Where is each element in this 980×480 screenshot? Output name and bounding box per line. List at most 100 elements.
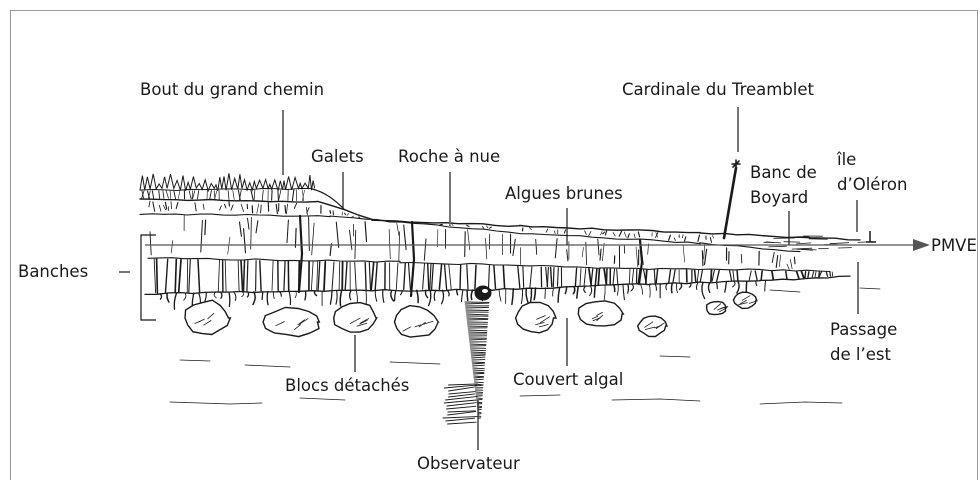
algae-stroke <box>591 269 593 285</box>
observer-shadow-stroke <box>465 303 489 304</box>
algae-stroke <box>295 291 296 298</box>
ridge-vegetation-stroke <box>140 173 315 191</box>
algae-stroke <box>805 272 806 278</box>
hatch-stroke <box>741 254 742 263</box>
algae-stroke <box>700 270 702 281</box>
algae-stroke <box>815 272 816 277</box>
algae-stroke <box>755 271 757 280</box>
algae-stroke <box>632 269 634 283</box>
label-banc-de-boyard-line1: Banc de <box>750 160 817 185</box>
algae-stroke <box>641 284 643 294</box>
sea-stroke <box>769 246 787 247</box>
algae-stroke <box>512 289 513 305</box>
algae-stroke <box>756 281 757 285</box>
hatch-stroke <box>257 204 259 214</box>
algae-stroke <box>423 264 425 290</box>
sand-stroke <box>520 395 560 396</box>
observer-shadow-stroke <box>474 376 484 377</box>
hatch-stroke <box>705 249 707 264</box>
algae-stroke <box>324 262 325 290</box>
label-galets: Galets <box>311 147 364 167</box>
hatch-stroke <box>589 232 591 236</box>
hatch-stroke <box>669 235 671 240</box>
hatch-stroke <box>624 232 626 237</box>
hatch-stroke <box>240 222 242 236</box>
algae-stroke <box>547 268 548 287</box>
algae-stroke <box>439 264 441 289</box>
algae-stroke <box>369 263 370 290</box>
label-banc-de-boyard-line2: Boyard <box>750 185 817 210</box>
observer-figure <box>443 286 491 424</box>
hatch-stroke <box>286 204 287 214</box>
algae-stroke <box>166 259 168 292</box>
algae-stroke <box>350 291 351 300</box>
algae-stroke <box>355 262 357 289</box>
observer-shadow-stroke <box>473 370 484 371</box>
cardinal-marker <box>724 160 740 238</box>
observer-ground-stroke <box>448 394 474 397</box>
hatch-stroke <box>220 206 222 210</box>
algae-stroke <box>629 269 630 283</box>
algae-stroke <box>391 291 394 302</box>
observer-shadow-stroke <box>474 379 483 380</box>
boulder <box>733 292 756 308</box>
sea-stroke <box>792 248 812 249</box>
algae-stroke <box>606 269 607 284</box>
observer-shadow-stroke <box>474 377 484 378</box>
algae-stroke <box>289 291 291 304</box>
hatch-stroke <box>279 190 281 200</box>
algae-stroke <box>339 262 340 290</box>
algae-stroke <box>717 271 720 282</box>
algae-stroke <box>430 264 431 289</box>
algae-stroke <box>530 288 531 304</box>
algae-stroke <box>584 269 586 286</box>
algae-stroke <box>447 290 449 296</box>
algae-stroke <box>429 290 431 305</box>
algae-stroke <box>187 260 188 293</box>
label-couvert-algal: Couvert algal <box>513 370 623 390</box>
sand-stroke <box>180 360 210 361</box>
algae-stroke <box>462 290 463 301</box>
algae-stroke <box>709 282 710 292</box>
hatch-stroke <box>674 238 675 241</box>
sand-stroke <box>245 365 290 367</box>
hatch-stroke <box>312 223 314 255</box>
hatch-stroke <box>683 245 685 262</box>
hatch-stroke <box>153 202 155 211</box>
observer-shadow-stroke <box>472 363 484 364</box>
hatch-stroke <box>344 213 345 215</box>
algae-stroke <box>733 271 734 281</box>
algae-stroke <box>617 269 618 284</box>
oleron-post <box>866 231 876 242</box>
algae-stroke <box>157 259 158 293</box>
algae-stroke <box>761 271 762 280</box>
algae-stroke <box>826 272 827 276</box>
algae-stroke <box>160 294 162 300</box>
hatch-stroke <box>171 241 173 253</box>
hatch-stroke <box>482 226 484 228</box>
hatch-stroke <box>174 191 176 199</box>
algae-stroke <box>521 289 522 304</box>
hatch-stroke <box>256 221 258 233</box>
hatch-stroke <box>682 235 683 238</box>
algae-stroke <box>565 287 566 294</box>
algae-stroke <box>503 266 504 288</box>
algae-stroke <box>737 271 738 281</box>
hatch-stroke <box>262 190 263 200</box>
algae-stroke <box>737 282 739 293</box>
hatch-stroke <box>170 191 171 199</box>
algae-stroke <box>247 261 248 291</box>
hatch-stroke <box>468 230 470 250</box>
hatch-stroke <box>159 191 160 198</box>
hatch-stroke <box>598 239 599 255</box>
algae-stroke <box>772 271 773 279</box>
algae-stroke <box>395 291 396 301</box>
hatch-stroke <box>163 191 164 199</box>
boulder <box>516 302 556 332</box>
hatch-stroke <box>294 203 296 208</box>
algae-stroke <box>272 261 273 291</box>
algae-stroke <box>345 262 347 290</box>
hatch-stroke <box>605 231 606 235</box>
observer-shadow-stroke <box>470 344 486 345</box>
